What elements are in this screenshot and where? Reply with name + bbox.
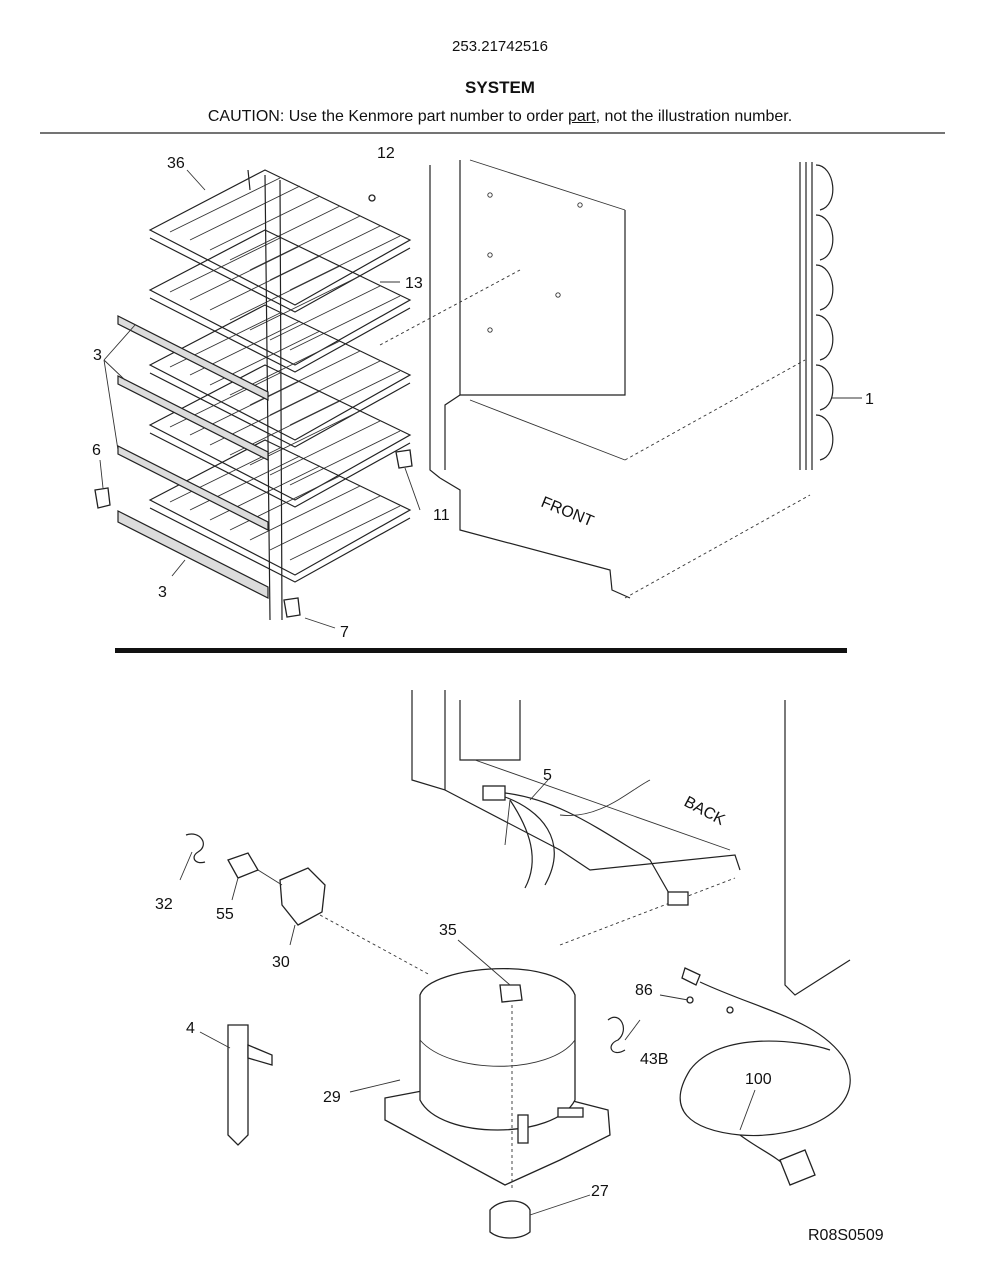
plug-12 [368, 194, 376, 202]
caution-prefix: CAUTION: Use the Kenmore part number to … [207, 108, 568, 125]
callout-29: 29 [323, 1089, 341, 1106]
callout-1: 1 [865, 391, 874, 408]
clip-43b [607, 1016, 626, 1054]
evaporator-shelf-2 [148, 229, 412, 373]
evaporator-shelf-5 [148, 439, 412, 583]
callout-5: 5 [543, 767, 552, 784]
callout-3-upper: 3 [93, 347, 102, 364]
evaporator-shelf-3 [148, 304, 412, 448]
callout-55: 55 [216, 906, 234, 923]
clip-32 [185, 833, 206, 864]
section-divider [115, 648, 847, 653]
shelf-front-rods [117, 315, 269, 599]
front-rod-2 [117, 375, 269, 461]
model-number: 253.21742516 [452, 38, 548, 55]
evaporator-shelf-assembly [148, 169, 412, 621]
callout-100: 100 [745, 1071, 772, 1088]
caution-note: CAUTION: Use the Kenmore part number to … [0, 108, 1000, 126]
callout-7: 7 [340, 624, 349, 641]
shelf-clip-6 [94, 487, 111, 509]
callout-12: 12 [377, 145, 395, 162]
callout-43b: 43B [640, 1051, 668, 1068]
drawing-code: R08S0509 [808, 1227, 884, 1244]
callout-35: 35 [439, 922, 457, 939]
shelf-clip-11 [395, 449, 413, 469]
cabinet-back-outline: BACK [411, 690, 851, 996]
callout-3-lower: 3 [158, 584, 167, 601]
callout-36: 36 [167, 155, 185, 172]
section-title: SYSTEM [465, 78, 535, 97]
callout-4: 4 [186, 1020, 195, 1037]
compressor [384, 967, 611, 1190]
callout-27: 27 [591, 1183, 609, 1200]
front-rod-3 [117, 445, 269, 531]
callout-30: 30 [272, 954, 290, 971]
cabinet-front-outline: FRONT [379, 159, 811, 599]
grommet-27 [489, 1200, 531, 1239]
power-cord [679, 967, 851, 1186]
relay-assembly [227, 852, 431, 976]
evaporator-shelf-4 [148, 364, 412, 508]
callout-86: 86 [635, 982, 653, 999]
callout-11: 11 [433, 507, 450, 524]
side-condenser-coil [799, 162, 834, 470]
front-label: FRONT [539, 494, 597, 530]
front-rod-4 [117, 510, 269, 599]
caution-underlined-word: part [568, 108, 596, 125]
callout-32: 32 [155, 896, 173, 913]
drier-filter [227, 1024, 273, 1146]
callout-13: 13 [405, 275, 423, 292]
caution-suffix: , not the illustration number. [595, 108, 793, 125]
callout-6: 6 [92, 442, 101, 459]
front-rod-1 [117, 315, 269, 401]
back-label: BACK [681, 794, 728, 830]
shelf-clip-7 [283, 597, 301, 618]
evaporator-shelf-1 [148, 169, 412, 313]
wiring-harness [482, 779, 689, 906]
